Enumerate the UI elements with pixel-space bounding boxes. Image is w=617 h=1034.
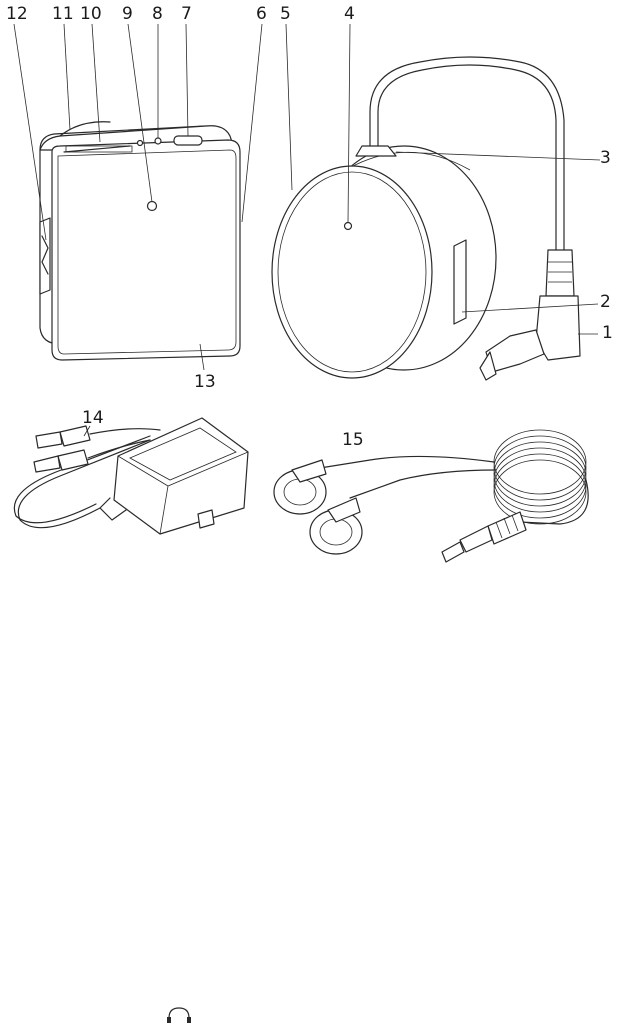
callout-14: 14 — [82, 410, 104, 427]
callout-13: 13 — [194, 374, 216, 391]
callout-6: 6 — [256, 6, 267, 23]
callout-4: 4 — [344, 6, 355, 23]
earphones — [274, 430, 588, 562]
headphones-icon — [167, 1008, 191, 1023]
callout-3: 3 — [600, 150, 611, 167]
callout-1: 1 — [602, 325, 613, 342]
callout-12: 12 — [6, 6, 28, 23]
callout-7: 7 — [181, 6, 192, 23]
callout-8: 8 — [152, 6, 163, 23]
callout-5: 5 — [280, 6, 291, 23]
callout-10: 10 — [80, 6, 102, 23]
callout-11: 11 — [52, 6, 74, 23]
receiver-unit — [40, 122, 240, 360]
callout-2: 2 — [600, 294, 611, 311]
callout-9: 9 — [122, 6, 133, 23]
power-adapter — [14, 418, 248, 534]
callout-15: 15 — [342, 432, 364, 449]
transmitter-disc — [272, 57, 580, 380]
